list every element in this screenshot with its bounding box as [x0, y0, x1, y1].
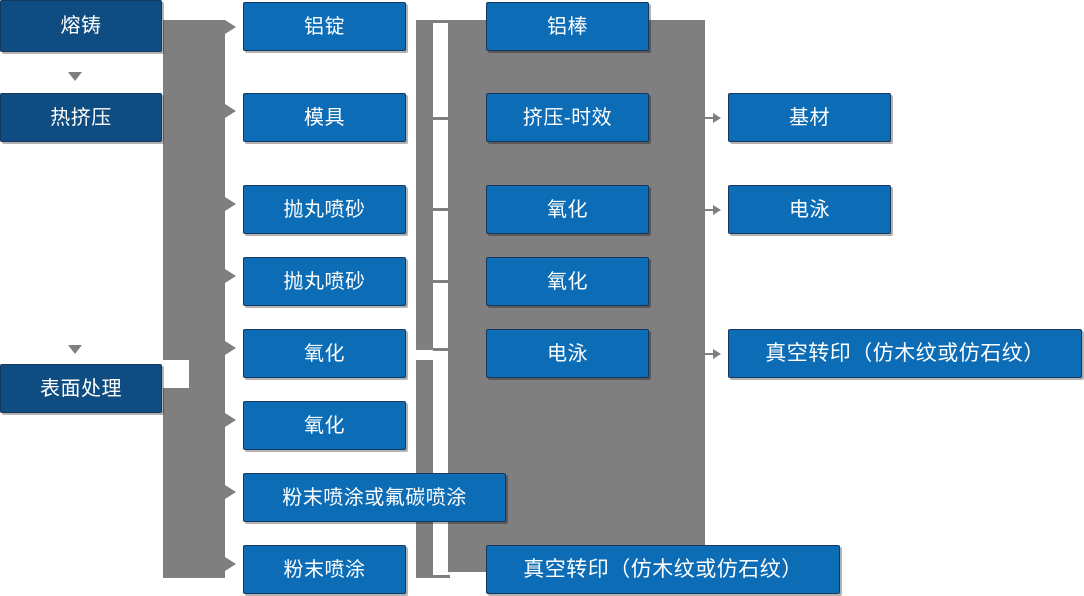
node-shot-blasting-1[interactable]: 抛丸喷砂 — [243, 185, 406, 234]
left-arrow-8 — [225, 557, 236, 571]
node-aluminum-bar-label: 铝棒 — [547, 15, 588, 38]
node-aluminum-bar[interactable]: 铝棒 — [486, 2, 649, 51]
node-shot-blasting-2[interactable]: 抛丸喷砂 — [243, 257, 406, 306]
arrow-line-electrophoresis — [705, 209, 719, 211]
node-oxidation-4-label: 氧化 — [547, 270, 588, 293]
left-arrow-3 — [225, 197, 236, 211]
left-arrow-2 — [225, 104, 236, 118]
node-extrude-aging-label: 挤压-时效 — [522, 106, 613, 129]
node-vacuum-transfer-bottom[interactable]: 真空转印（仿木纹或仿石纹） — [486, 545, 840, 594]
left-arrow-7 — [225, 485, 236, 499]
node-vacuum-transfer-bottom-label: 真空转印（仿木纹或仿石纹） — [523, 558, 803, 581]
node-electrophoresis-2-label: 电泳 — [789, 198, 830, 221]
node-oxidation-3-label: 氧化 — [547, 198, 588, 221]
node-mold[interactable]: 模具 — [243, 93, 406, 142]
node-powder-or-fluorocarbon[interactable]: 粉末喷涂或氟碳喷涂 — [243, 473, 506, 522]
middle-narrow-bar-lower — [416, 360, 433, 578]
arrow-line-vacuum-transfer — [705, 353, 719, 355]
stage-down-arrow — [68, 72, 82, 81]
arrow-head-substrate — [713, 113, 721, 123]
node-aluminum-ingot-label: 铝锭 — [304, 15, 345, 38]
middle-stub-5 — [433, 348, 450, 351]
left-connector-notch — [163, 360, 189, 390]
left-arrow-4 — [225, 269, 236, 283]
node-oxidation-3[interactable]: 氧化 — [486, 185, 649, 234]
middle-narrow-bar-upper — [416, 20, 433, 350]
node-vacuum-transfer[interactable]: 真空转印（仿木纹或仿石纹） — [728, 329, 1082, 378]
node-oxidation-2-label: 氧化 — [304, 414, 345, 437]
stage-melt-cast[interactable]: 熔铸 — [0, 0, 162, 52]
node-shot-blasting-1-label: 抛丸喷砂 — [283, 198, 366, 221]
middle-stub-6 — [433, 575, 450, 578]
node-electrophoresis-2[interactable]: 电泳 — [728, 185, 891, 234]
middle-stub-2 — [433, 117, 450, 120]
node-powder-or-fluorocarbon-label: 粉末喷涂或氟碳喷涂 — [282, 486, 467, 509]
left-arrow-1 — [225, 20, 236, 34]
middle-stub-3 — [433, 208, 450, 211]
middle-stub-4 — [433, 280, 450, 283]
node-powder-coating[interactable]: 粉末喷涂 — [243, 545, 406, 594]
stage-hot-extrude-label: 热挤压 — [50, 106, 112, 129]
node-vacuum-transfer-label: 真空转印（仿木纹或仿石纹） — [765, 342, 1045, 365]
node-aluminum-ingot[interactable]: 铝锭 — [243, 2, 406, 51]
node-electrophoresis-1[interactable]: 电泳 — [486, 329, 649, 378]
node-oxidation-4[interactable]: 氧化 — [486, 257, 649, 306]
surface-stage-stub-line — [163, 388, 193, 390]
arrow-head-electrophoresis — [713, 205, 721, 215]
node-shot-blasting-2-label: 抛丸喷砂 — [283, 270, 366, 293]
node-oxidation-1-label: 氧化 — [304, 342, 345, 365]
node-extrude-aging[interactable]: 挤压-时效 — [486, 93, 649, 142]
arrow-head-vacuum-transfer — [713, 349, 721, 359]
node-oxidation-1[interactable]: 氧化 — [243, 329, 406, 378]
node-substrate[interactable]: 基材 — [728, 93, 891, 142]
stage-melt-cast-label: 熔铸 — [60, 15, 102, 37]
left-connector-bar — [163, 20, 225, 578]
middle-stub-1 — [433, 20, 450, 23]
node-substrate-label: 基材 — [789, 106, 830, 129]
arrow-line-substrate — [705, 117, 719, 119]
stage-surface-treatment[interactable]: 表面处理 — [0, 364, 162, 413]
node-powder-coating-label: 粉末喷涂 — [283, 558, 366, 581]
node-electrophoresis-1-label: 电泳 — [547, 342, 588, 365]
node-oxidation-2[interactable]: 氧化 — [243, 401, 406, 450]
stage-surface-treatment-label: 表面处理 — [40, 377, 122, 400]
stage-down-arrow-2 — [68, 345, 82, 354]
left-arrow-6 — [225, 413, 236, 427]
left-arrow-5 — [225, 341, 236, 355]
stage-hot-extrude[interactable]: 热挤压 — [0, 93, 162, 142]
node-mold-label: 模具 — [304, 106, 345, 129]
